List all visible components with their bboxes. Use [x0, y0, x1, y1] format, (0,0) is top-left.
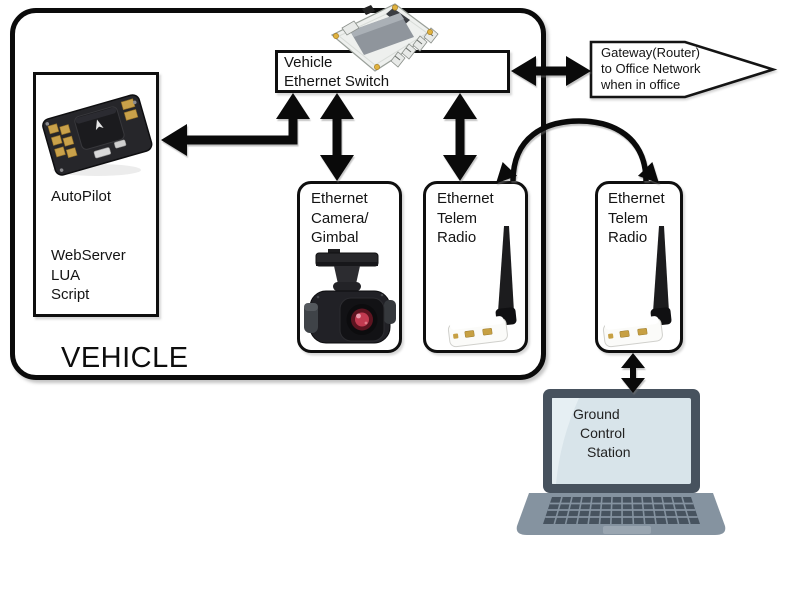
- telem-radio-vehicle-line2: Telem: [437, 209, 478, 227]
- telem-radio-vehicle-label: Ethernet Telem Radio: [437, 189, 494, 248]
- gateway-label: Gateway(Router) to Office Network when i…: [601, 45, 700, 93]
- ethernet-switch-label: Vehicle Ethernet Switch: [284, 53, 389, 91]
- vehicle-boundary: [10, 8, 546, 380]
- telem-radio-ground-line1: Ethernet: [608, 190, 665, 207]
- gateway-line2: to Office Network: [601, 61, 701, 76]
- telem-radio-ground-line2: Telem: [608, 209, 649, 227]
- gcs-line2: Control: [580, 425, 626, 441]
- camera-gimbal-icon: [304, 249, 398, 350]
- camera-line2: Camera/: [311, 209, 369, 227]
- laptop-icon: [515, 386, 730, 546]
- camera-line1: Ethernet: [311, 190, 368, 207]
- ethernet-switch-line1: Vehicle: [284, 54, 333, 71]
- autopilot-sub-lines: WebServer LUA Script: [51, 246, 126, 305]
- gcs-line1: Ground: [573, 406, 620, 422]
- gcs-line3: Station: [587, 444, 631, 460]
- vehicle-label: VEHICLE: [61, 342, 189, 374]
- autopilot-sub-line3: Script: [51, 286, 90, 303]
- gateway-shape: [589, 39, 779, 101]
- telem-radio-vehicle-line3: Radio: [437, 229, 477, 246]
- telem-radio-ground-line3: Radio: [608, 229, 648, 246]
- ethernet-switch-pcb-icon: [330, 1, 440, 75]
- autopilot-title: AutoPilot: [51, 188, 112, 205]
- telem-antenna-ground-icon: [602, 226, 684, 350]
- telem-antenna-vehicle-icon: [447, 226, 529, 350]
- camera-line3: Gimbal: [311, 229, 359, 246]
- telem-radio-ground-label: Ethernet Telem Radio: [608, 189, 665, 248]
- autopilot-board-icon: [39, 84, 155, 184]
- gateway-line1: Gateway(Router): [601, 45, 700, 60]
- ethernet-switch-line2: Ethernet Switch: [284, 73, 390, 90]
- camera-gimbal-label: Ethernet Camera/ Gimbal: [311, 189, 369, 248]
- autopilot-sub-line2: LUA: [51, 266, 81, 284]
- gateway-line3: when in office: [601, 77, 681, 92]
- telem-radio-vehicle-line1: Ethernet: [437, 190, 494, 207]
- autopilot-sub-line1: WebServer: [51, 247, 126, 264]
